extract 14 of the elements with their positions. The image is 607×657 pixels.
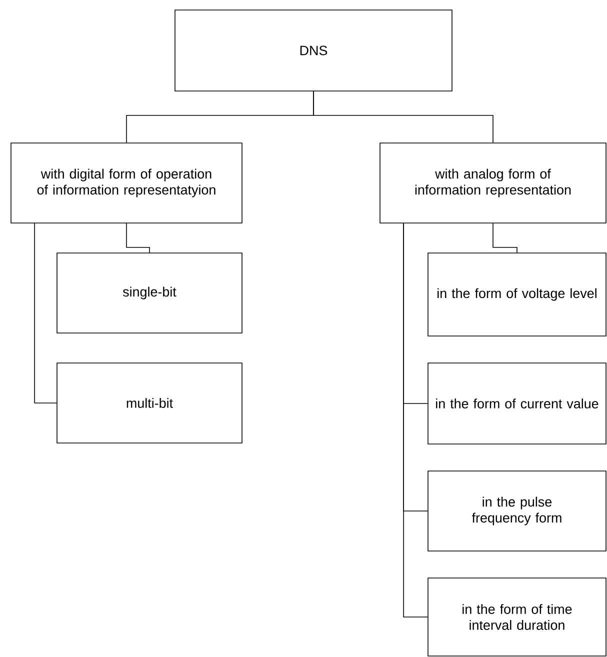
subcategory-box: multi-bit <box>56 362 242 444</box>
subcategory-box: in the form of current value <box>428 362 606 444</box>
connector-line <box>492 223 518 253</box>
subcategory-box: in the form of voltage level <box>428 252 606 336</box>
connector-line <box>34 223 57 404</box>
category-box: with digital form of operation of information representatyion <box>10 142 242 224</box>
category-box: with analog form of information representation <box>380 142 606 224</box>
connector-line <box>313 91 494 143</box>
subcategory-box: in the pulse frequency form <box>428 470 606 552</box>
connector-line <box>403 223 428 618</box>
root-box: DNS <box>174 10 452 92</box>
subcategory-box: single-bit <box>56 252 242 334</box>
subcategory-box: in the form of time interval duration <box>428 578 606 656</box>
connector-line <box>126 223 150 253</box>
